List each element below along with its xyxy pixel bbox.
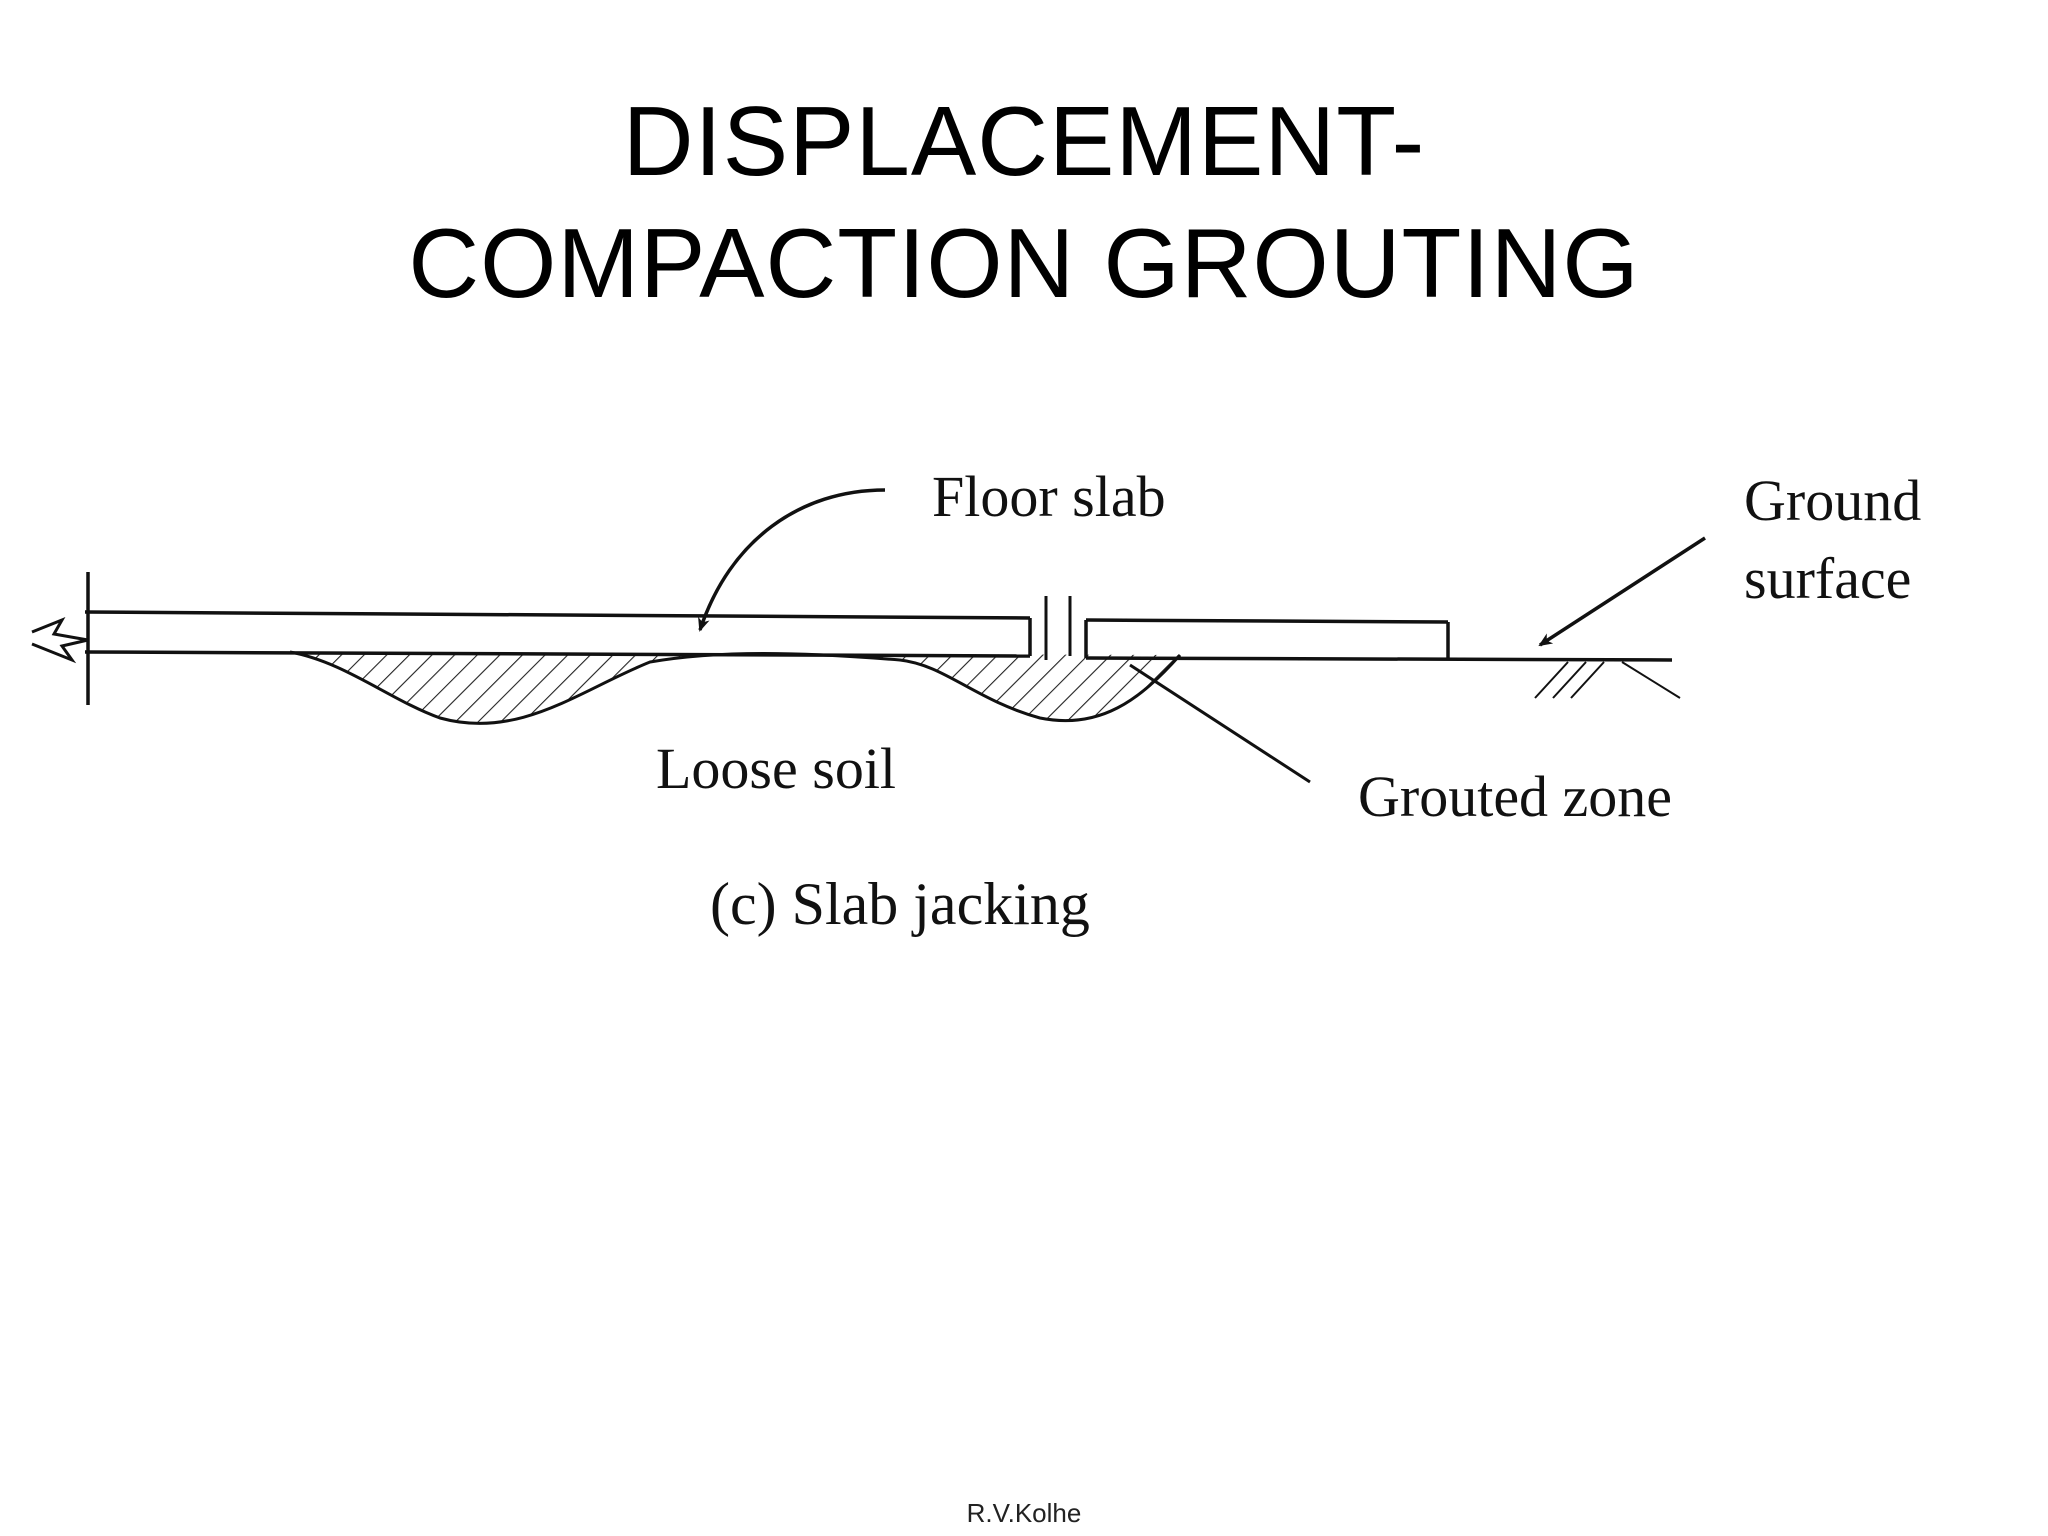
break-symbol [31, 572, 90, 705]
floor-slab-right [1068, 596, 1450, 660]
label-ground: Ground [1744, 468, 1921, 533]
grouted-zone-leader [1129, 663, 1311, 784]
slide-title: DISPLACEMENT- COMPACTION GROUTING [0, 80, 2048, 324]
floor-slab-left [84, 596, 1048, 660]
title-line-1: DISPLACEMENT- [622, 86, 1426, 196]
grouted-zone-hatch [289, 650, 1182, 725]
label-loose-soil: Loose soil [656, 736, 896, 801]
figure-caption: (c) Slab jacking [710, 871, 1090, 937]
floor-slab-arrow [698, 488, 886, 632]
slab-jacking-diagram: Floor slab Ground surface Loose soil Gro… [31, 464, 1921, 937]
label-grouted-zone: Grouted zone [1358, 764, 1672, 829]
label-floor-slab: Floor slab [932, 464, 1166, 529]
ground-surface-arrow [1538, 536, 1706, 647]
slide-footer: R.V.Kolhe [966, 1498, 1082, 1528]
label-surface: surface [1744, 546, 1911, 611]
ground-surface-line [1085, 656, 1681, 699]
slab-jacking-figure: Floor slab Ground surface Loose soil Gro… [0, 360, 2048, 1080]
title-line-2: COMPACTION GROUTING [408, 208, 1640, 318]
